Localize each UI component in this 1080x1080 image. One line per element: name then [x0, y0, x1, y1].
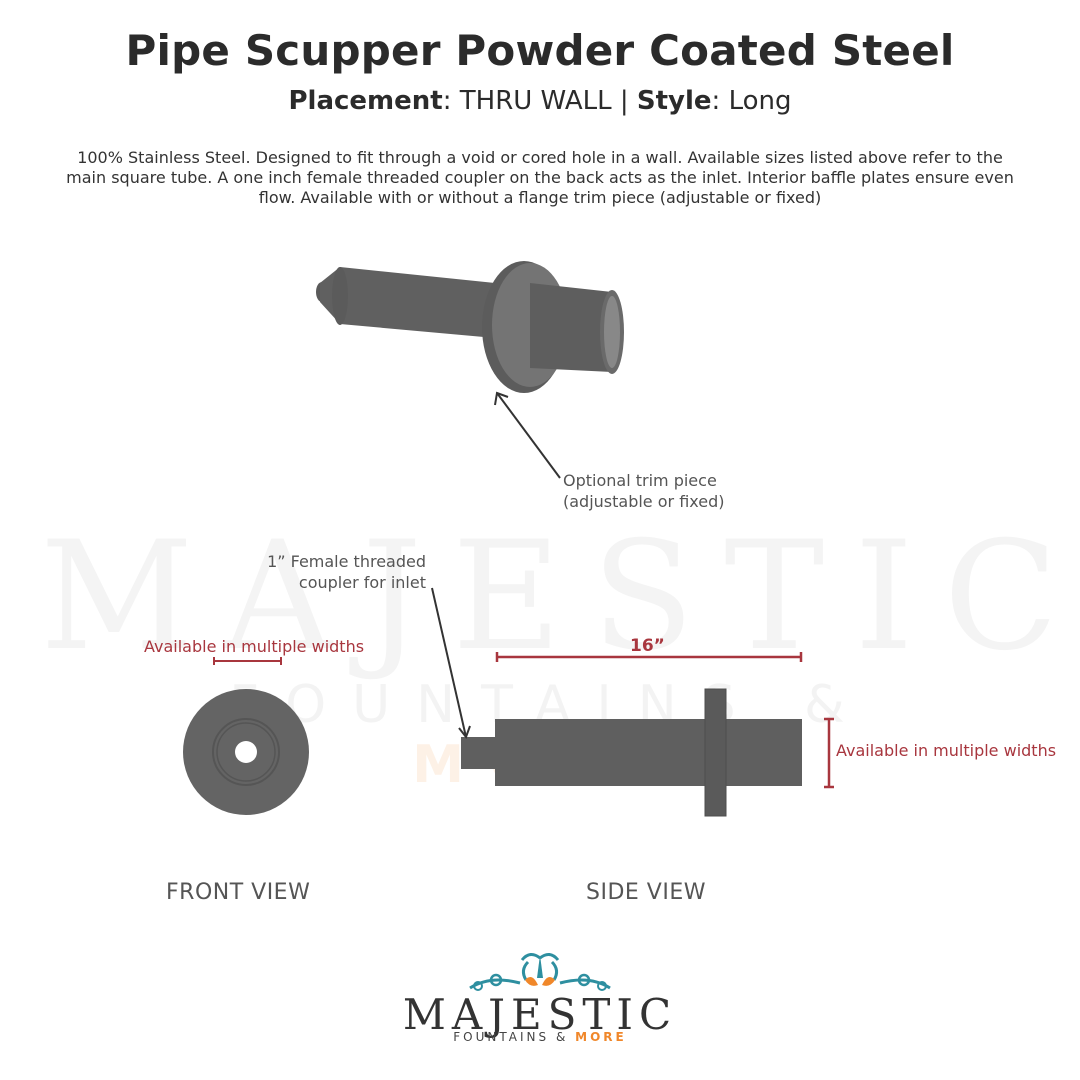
coupler-arrow — [431, 587, 471, 740]
side-view-pipe — [461, 688, 802, 817]
watermark-majestic: MAJESTIC — [40, 510, 1080, 684]
front-width-dimension — [213, 657, 282, 665]
side-view-label: SIDE VIEW — [586, 880, 706, 905]
isometric-pipe-drawing — [316, 261, 624, 393]
style-value: : Long — [711, 86, 792, 116]
length-dimension — [495, 652, 803, 662]
trim-callout-line1: Optional trim piece — [563, 471, 717, 490]
length-label: 16” — [630, 636, 665, 656]
trim-callout: Optional trim piece (adjustable or fixed… — [563, 470, 724, 512]
coupler-callout: 1” Female threaded coupler for inlet — [230, 551, 426, 593]
logo-tagline-text: FOUNTAINS & — [453, 1030, 576, 1044]
page-title: Pipe Scupper Powder Coated Steel — [125, 26, 955, 75]
trim-arrow — [494, 391, 561, 479]
style-label: Style — [636, 86, 712, 116]
product-description: 100% Stainless Steel. Designed to fit th… — [66, 148, 1014, 207]
logo-tagline: FOUNTAINS & MORE — [0, 1030, 1080, 1044]
placement-label: Placement — [288, 86, 443, 116]
trim-callout-line2: (adjustable or fixed) — [563, 492, 725, 511]
side-width-dimension — [824, 717, 834, 789]
logo-ornament-icon — [469, 953, 611, 991]
placement-value: : THRU WALL | — [442, 86, 637, 116]
coupler-callout-line2: coupler for inlet — [298, 573, 426, 592]
logo-majestic: MAJESTIC — [402, 990, 678, 1039]
side-width-label: Available in multiple widths — [836, 741, 1057, 760]
logo-tagline-more: MORE — [575, 1030, 627, 1044]
front-view-label: FRONT VIEW — [166, 880, 311, 905]
page-subtitle: Placement: THRU WALL | Style: Long — [0, 86, 1080, 116]
coupler-callout-line1: 1” Female threaded — [267, 552, 426, 571]
front-width-label: Available in multiple widths — [144, 637, 365, 656]
front-view-disc — [183, 689, 309, 815]
